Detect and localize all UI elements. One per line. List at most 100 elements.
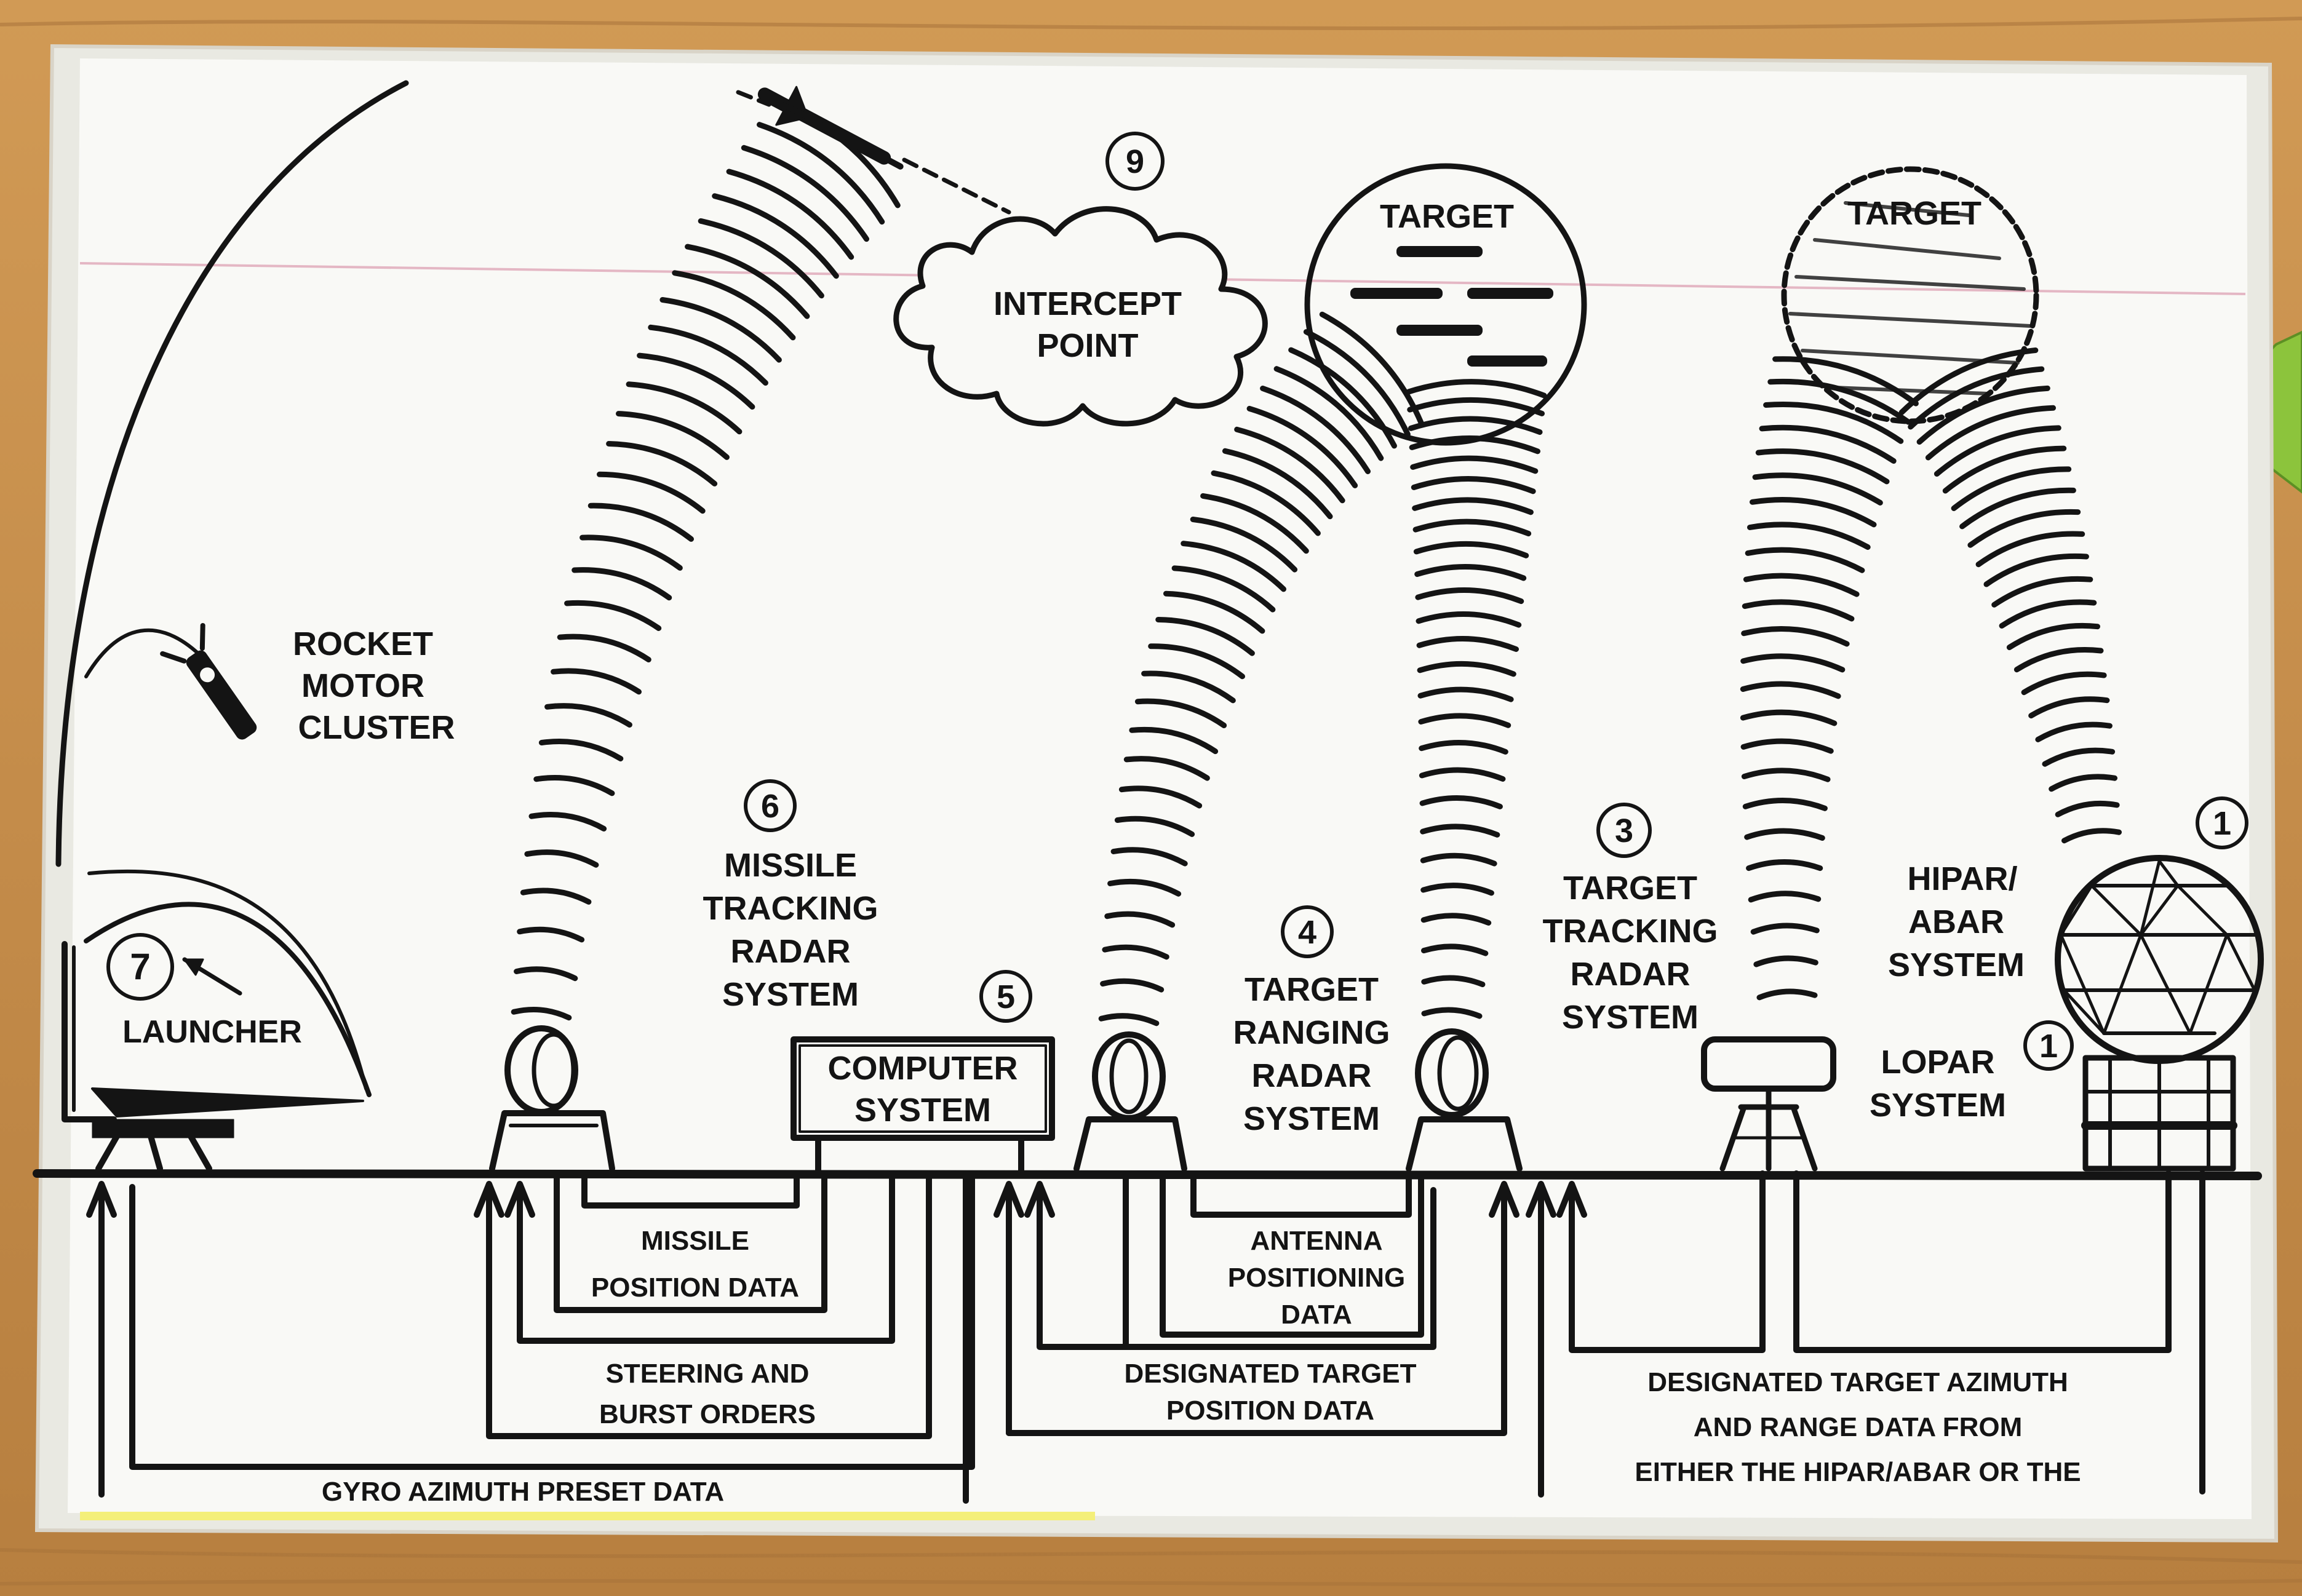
target-tracking-beam-arc [1412, 497, 1534, 515]
target-tracking-beam-arc [1409, 435, 1540, 455]
hipar-label-3: SYSTEM [1888, 947, 2025, 983]
lopar-label-1: LOPAR [1881, 1044, 1995, 1081]
radar-wave-bands [511, 99, 2122, 1026]
hipar-beam-right-arc [1898, 347, 2039, 415]
target-ranging-beam-arc [1273, 366, 1384, 461]
target-tracking-beam-arc [1421, 943, 1489, 956]
target-tracking-beam-arc [1418, 713, 1511, 728]
data-flow-lines [86, 1170, 2205, 1504]
hipar-beam-right-arc [1934, 425, 2061, 477]
target-ranging-beam-arc [1190, 517, 1298, 573]
missile-tracking-beam-arc [520, 887, 592, 905]
hipar-beam-left-arc [1753, 955, 1818, 967]
missile-tracking-beam-arc [551, 668, 642, 695]
highlight-strip [80, 1512, 1095, 1520]
hipar-beam-right-arc [1983, 553, 2089, 587]
hipar-beam-right-arc [1999, 599, 2097, 629]
target-ranging-beam-arc [1222, 448, 1333, 520]
rocket-motor-cluster-icon [160, 622, 257, 740]
target-ranging-beam-arc [1234, 426, 1345, 504]
target-tracking-beam-arc [1420, 824, 1500, 838]
hipar-beam-left-arc [1740, 709, 1838, 726]
designated-target-azimuth-label-3: EITHER THE HIPAR/ABAR OR THE [1635, 1457, 2081, 1487]
hipar-beam-right-arc [2055, 800, 2120, 817]
target-ranging-beam-arc [1098, 1013, 1160, 1026]
hipar-beam-left-arc [1763, 401, 1904, 444]
target-ranging-beam-arc [1107, 878, 1182, 897]
target-ranging-beam-arc [1123, 756, 1210, 781]
rocket-motor-cluster-label-3: CLUSTER [298, 709, 455, 746]
computer-system-label-2: SYSTEM [854, 1092, 991, 1129]
target-tracking-label-3: RADAR [1571, 956, 1691, 993]
rocket-motor-cluster-label-1: ROCKET [293, 625, 433, 662]
target-ranging-label-1: TARGET [1245, 971, 1379, 1008]
callout-3-circle [1596, 803, 1652, 858]
target-circle-left [1304, 163, 1587, 446]
target-tracking-beam-arc [1412, 518, 1532, 537]
missile-tracking-beam-arc [626, 381, 743, 435]
hipar-beam-left-arc [1742, 599, 1855, 622]
target-ranging-beam-arc [1246, 405, 1358, 488]
target-ranging-beam-arc [1100, 978, 1165, 993]
booster-drop-arc [84, 628, 205, 678]
target-ranging-beam-arc [1155, 617, 1255, 656]
antenna-positioning-data-label-2: POSITIONING [1228, 1263, 1405, 1293]
callout-6: 6 [761, 788, 779, 825]
target-tracking-beam-arc [1421, 975, 1486, 988]
hipar-beam-right-arc [2049, 774, 2117, 792]
missile-tracking-beam-arc [597, 471, 706, 514]
missile-tracking-beam-arc [587, 502, 694, 542]
gyro-azimuth-label: GYRO AZIMUTH PRESET DATA [322, 1477, 724, 1507]
hipar-beam-left-arc [1744, 828, 1825, 841]
missile-tracking-label-2: TRACKING [703, 890, 878, 927]
target-tracking-beam-arc [1413, 541, 1529, 558]
target-tracking-beam-arc [1419, 795, 1503, 809]
target-ranging-beam-arc [1211, 470, 1321, 536]
missile-tracking-beam-arc [572, 567, 672, 601]
target-tracking-label-1: TARGET [1563, 870, 1697, 907]
callout-7: 7 [130, 946, 150, 987]
hipar-beam-left-arc [1743, 573, 1860, 597]
target-ranging-beam-arc [1129, 726, 1219, 755]
hipar-beam-left-arc [1747, 522, 1871, 550]
target-tracking-beam-arc [1414, 564, 1527, 581]
missile-tracking-beam-arc [741, 145, 869, 242]
missile-tracking-beam-arc [648, 324, 768, 386]
hipar-beam-right-arc [1959, 487, 2076, 530]
antenna-positioning-data-label-3: DATA [1281, 1300, 1352, 1330]
lopar-label-2: SYSTEM [1870, 1087, 2006, 1124]
computer-system-box [791, 1036, 1055, 1141]
missile-tracking-beam-arc [773, 99, 901, 208]
missile-tracking-beam-arc [511, 1007, 572, 1021]
hipar-beam-right-arc [1916, 385, 2050, 445]
launcher-label: LAUNCHER [122, 1014, 302, 1050]
hipar-beam-left-arc [1740, 653, 1846, 673]
target-aircraft-group [1350, 246, 1553, 367]
callout-9-circle [1105, 132, 1165, 191]
hipar-beam-right-arc [2061, 828, 2122, 844]
missile-tracking-beam-arc [544, 703, 632, 728]
target-ranging-label-2: RANGING [1233, 1014, 1390, 1051]
target-ranging-beam-arc [1303, 329, 1411, 437]
computer-system-label-1: COMPUTER [828, 1050, 1018, 1087]
callout-9: 9 [1126, 143, 1144, 180]
hipar-beam-right-arc [2042, 747, 2116, 767]
callout-1-hipar-circle [2196, 796, 2248, 849]
intercept-cloud [893, 206, 1268, 427]
missile-trajectory [736, 90, 1011, 215]
hipar-beam-right-arc [1942, 445, 2067, 494]
callout-1-lopar-circle [2023, 1020, 2074, 1071]
target-tracking-beam-arc [1408, 416, 1543, 435]
target-tracking-beam-arc [1419, 739, 1508, 755]
hipar-beam-left-arc [1740, 681, 1841, 699]
target-tracking-label-2: TRACKING [1543, 913, 1718, 950]
target-ranging-beam-arc [1260, 386, 1371, 474]
hipar-beam-right-arc [2021, 671, 2107, 696]
rocket-flight-arc [55, 80, 409, 867]
target-tracking-beam-arc [1417, 661, 1516, 677]
designated-target-azimuth-label-1: DESIGNATED TARGET AZIMUTH [1647, 1367, 2068, 1397]
target-ranging-beam-arc [1141, 670, 1236, 704]
hipar-label-1: HIPAR/ [1907, 860, 2017, 897]
missile-tracking-beam-arc [637, 352, 755, 410]
